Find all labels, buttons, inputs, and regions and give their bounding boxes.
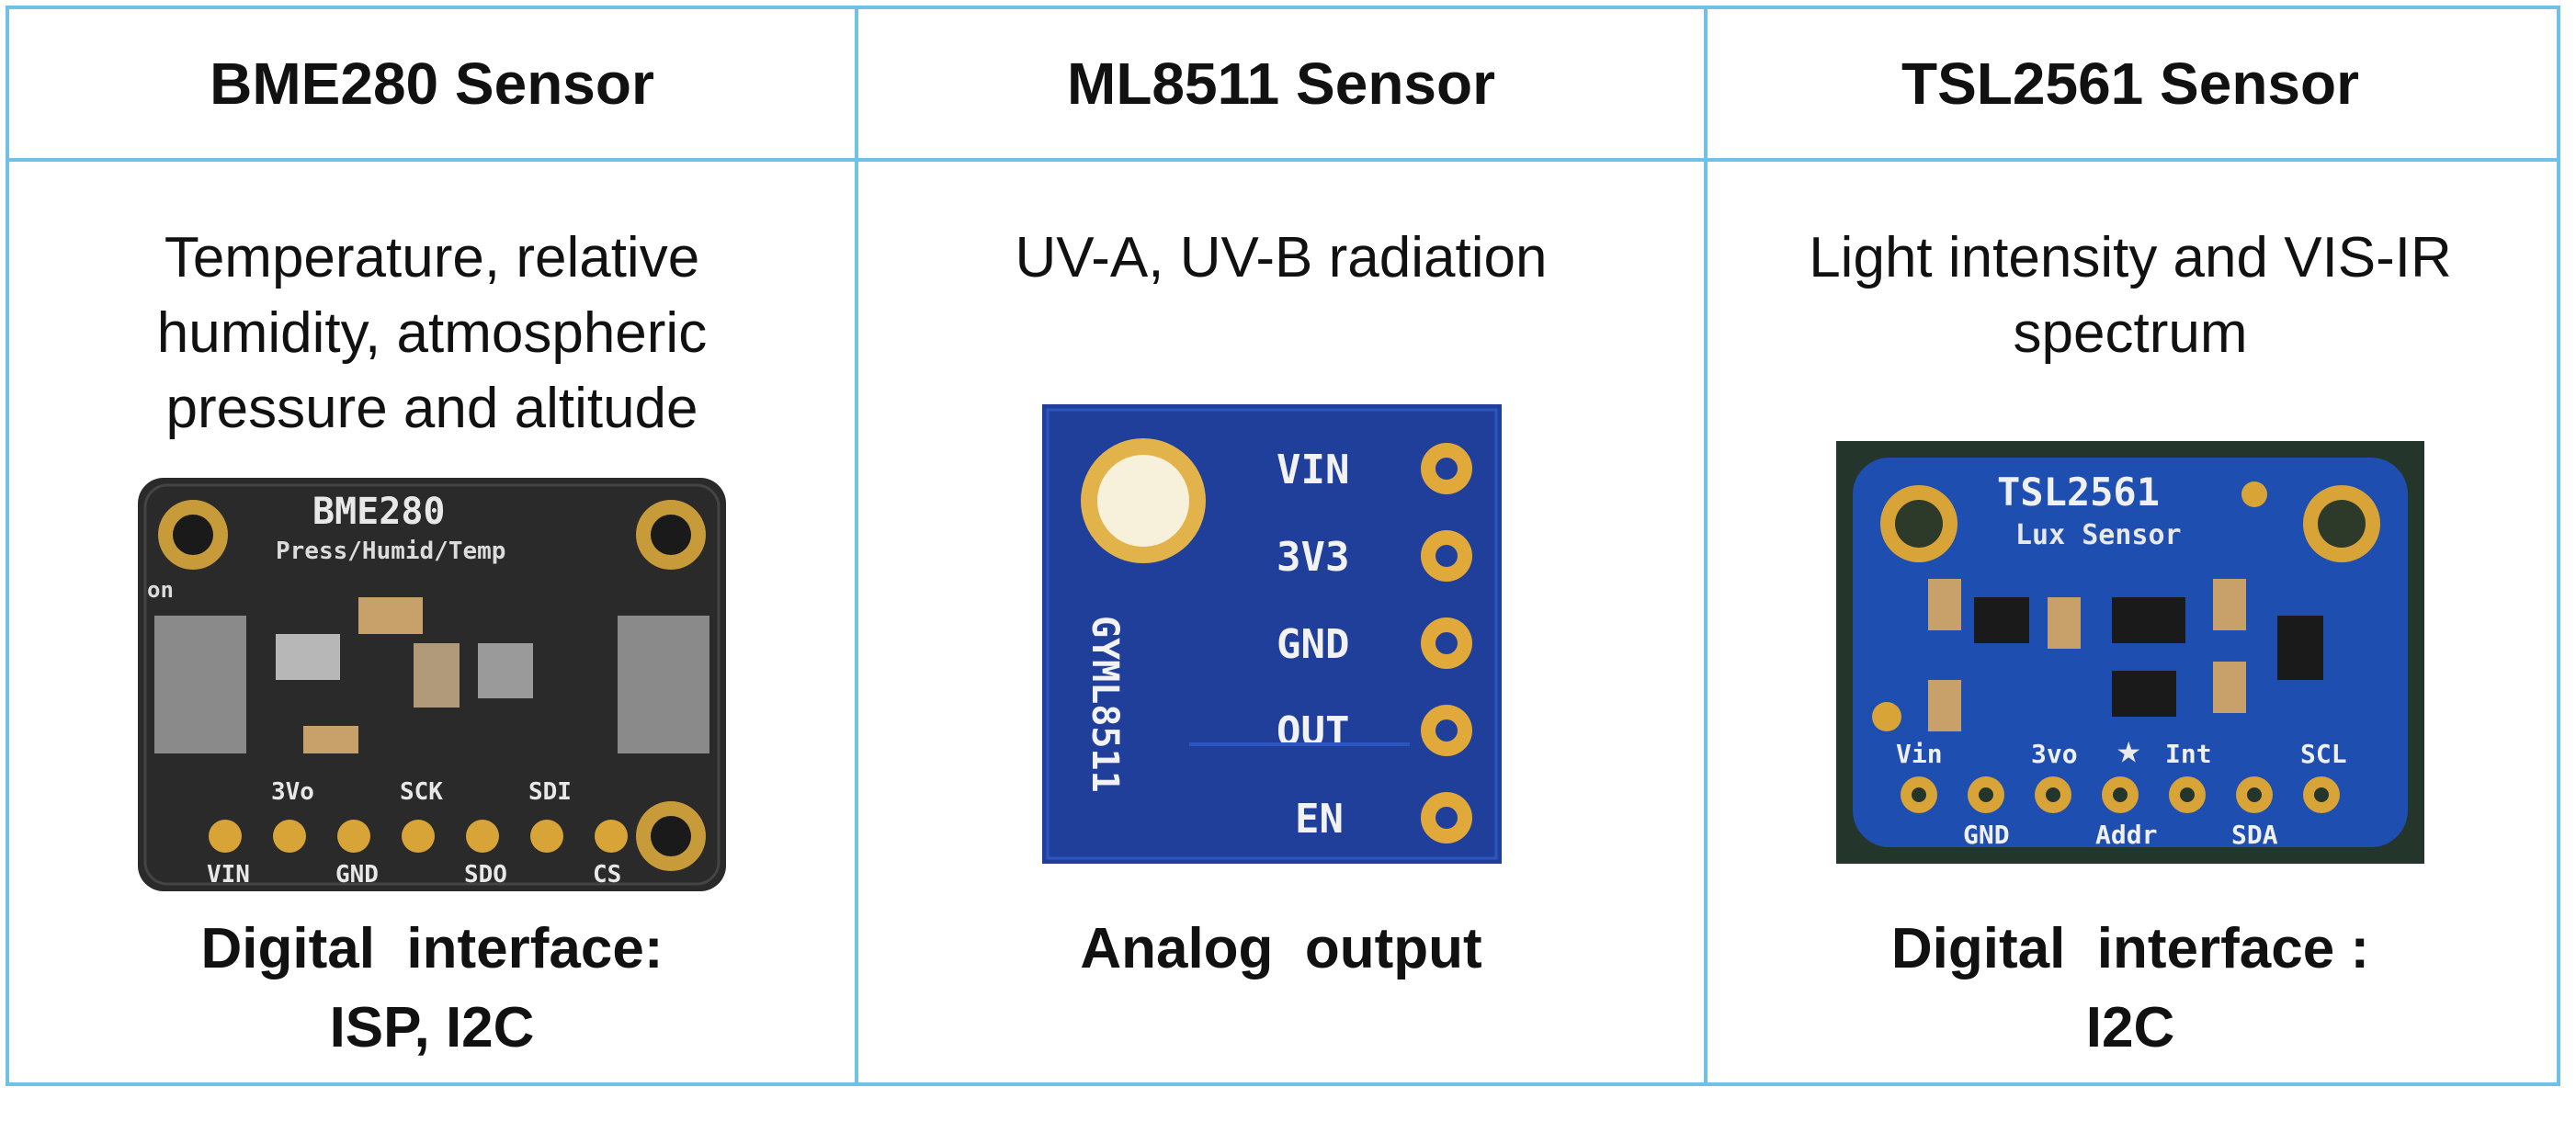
pin-label: VIN — [207, 861, 250, 889]
pin-label: Addr — [2095, 820, 2157, 850]
pin-label: VIN — [1277, 447, 1349, 493]
sensor-description: UV-A, UV-B radiation — [895, 221, 1667, 296]
interface-note: Analog output — [858, 910, 1704, 989]
interface-line: Digital interface : — [1890, 917, 2370, 980]
board-subtitle: Press/Humid/Temp — [276, 538, 505, 565]
board-subtitle: Lux Sensor — [2015, 519, 2182, 551]
interface-note: Digital interface: ISP, I2C — [9, 910, 855, 1068]
board-name: TSL2561 — [1997, 470, 2160, 515]
pin-label: SDA — [2231, 820, 2278, 850]
pin-label: SCK — [400, 778, 443, 806]
pin-label: SDO — [464, 861, 507, 889]
description-line: humidity, atmospheric — [156, 301, 708, 365]
bme280-pin-row — [209, 820, 628, 853]
board-name: BME280 — [312, 491, 446, 533]
table-frame — [6, 6, 2560, 1086]
pin-label: GND — [1277, 621, 1349, 668]
svg-text:★: ★ — [2116, 726, 2141, 773]
header-divider — [9, 158, 2560, 162]
description-line: spectrum — [2013, 301, 2248, 365]
pin-label: OUT — [1277, 708, 1349, 755]
description-line: UV-A, UV-B radiation — [1015, 226, 1548, 289]
pin-label: 3V3 — [1277, 534, 1349, 581]
description-line: Temperature, relative — [164, 226, 700, 289]
tsl2561-pin-row — [1901, 776, 2340, 813]
board-side-label: on — [147, 577, 174, 603]
tsl2561-board-image: TSL2561 Lux Sensor ★ Vin 3vo Int SCL GND… — [1836, 441, 2424, 864]
sensor-description: Temperature, relative humidity, atmosphe… — [46, 221, 818, 447]
pin-label: CS — [593, 861, 621, 889]
board-name: GYML8511 — [1084, 616, 1126, 793]
interface-line: Analog output — [1080, 917, 1482, 980]
column-tsl2561: TSL2561 Sensor Light intensity and VIS-I… — [1708, 9, 2553, 1084]
interface-line: I2C — [2085, 996, 2175, 1059]
pin-label: EN — [1295, 796, 1344, 843]
column-title: BME280 Sensor — [210, 51, 654, 117]
pin-label: 3Vo — [271, 778, 314, 806]
column-divider-2 — [1704, 9, 1708, 1084]
bme280-board-image: BME280 Press/Humid/Temp on 3Vo SCK SDI V… — [138, 478, 726, 891]
interface-note: Digital interface : I2C — [1708, 910, 2553, 1068]
column-bme280: BME280 Sensor Temperature, relative humi… — [9, 9, 855, 1084]
pin-label: SDI — [528, 778, 572, 806]
column-ml8511: ML8511 Sensor UV-A, UV-B radiation VIN 3… — [858, 9, 1704, 1084]
column-title: TSL2561 Sensor — [1901, 51, 2359, 117]
pin-label: GND — [1963, 820, 2010, 850]
sensor-description: Light intensity and VIS-IR spectrum — [1744, 221, 2516, 371]
description-line: Light intensity and VIS-IR — [1809, 226, 2452, 289]
pin-label: Int — [2165, 739, 2212, 769]
description-line: pressure and altitude — [165, 377, 698, 440]
column-title: ML8511 Sensor — [1067, 51, 1495, 117]
pin-label: Vin — [1896, 739, 1943, 769]
ml8511-board-image: VIN 3V3 GND OUT EN GYML8511 — [1042, 404, 1502, 864]
column-divider-1 — [855, 9, 858, 1084]
pin-label: SCL — [2300, 739, 2347, 769]
interface-line: Digital interface: — [200, 917, 664, 980]
pin-label: GND — [335, 861, 379, 889]
interface-line: ISP, I2C — [329, 996, 535, 1059]
ml8511-pin-column — [1421, 443, 1472, 844]
pin-label: 3vo — [2031, 739, 2078, 769]
